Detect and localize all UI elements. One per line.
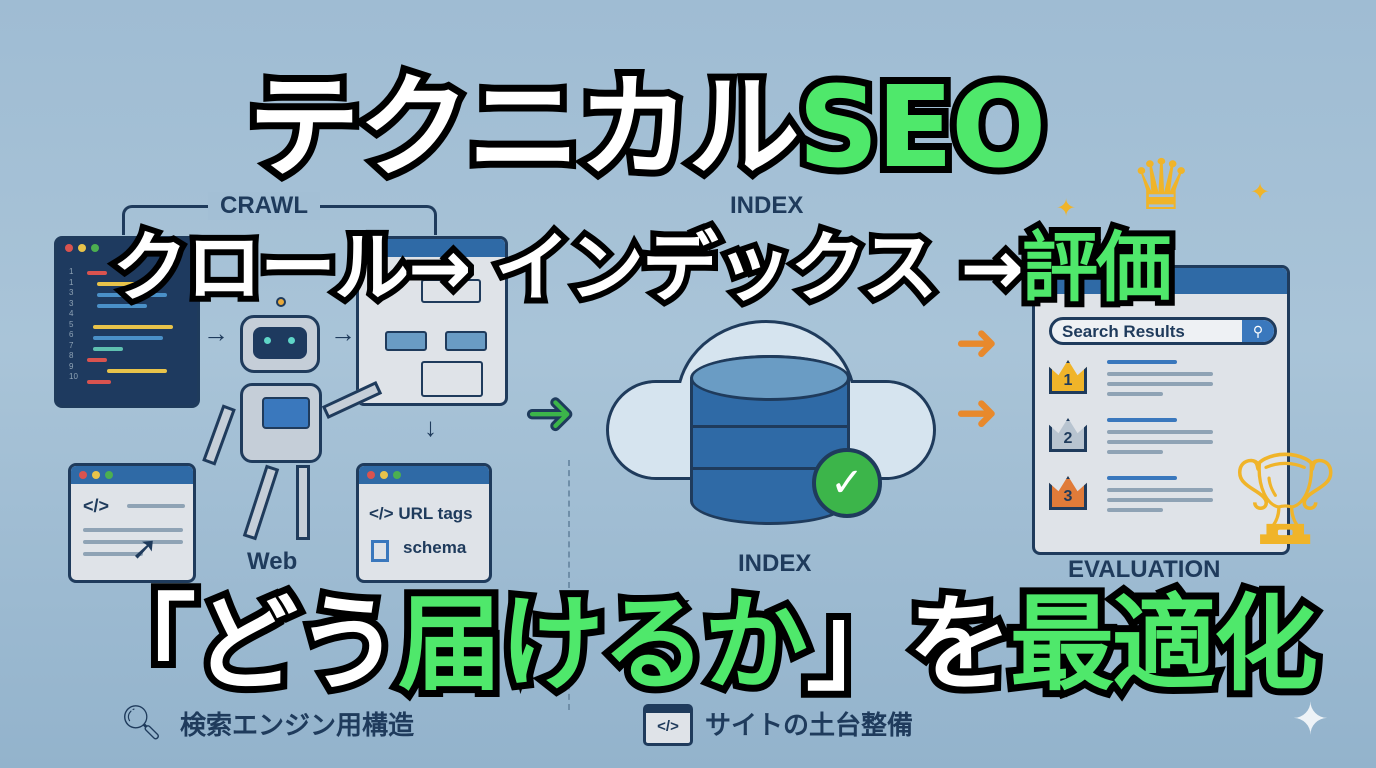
crawl-label: CRAWL [208,192,320,220]
search-results-label: Search Results [1062,322,1185,341]
web-page-window: </> ➚ [68,463,196,583]
result-line [1107,430,1213,434]
tagline-open: 「どう [85,583,407,705]
rank-crown-icon: 3 [1049,476,1087,510]
result-line [1107,498,1213,502]
web-label: Web [247,548,298,575]
index-label-bottom: INDEX [738,550,812,577]
code-tag-icon: </> [83,496,110,516]
result-line [1107,508,1163,512]
url-tags-window: </> URL tags schema [356,463,492,583]
line-number: 4 [69,309,74,318]
orange-arrow-icon: ➜ [955,314,999,372]
arrow-icon: → [954,220,1030,316]
sparkle-icon: ✦ [1056,195,1077,222]
search-results-window: Search Results ⚲ 1 2 3 [1032,265,1290,555]
line-number: 5 [69,319,74,329]
arrow-icon: → [330,318,356,348]
arrow-icon: → [402,220,478,316]
result-line [1107,450,1163,454]
orange-arrow-icon: ➜ [955,384,999,442]
step-crawl: クロール [106,220,416,316]
result-line [1107,392,1163,396]
result-line [1107,488,1213,492]
subtitle: クロール→ インデックス →評価 [106,220,1178,316]
line-number: 3 [69,288,74,297]
title-main: テクニカル [241,63,807,193]
search-icon: ⚲ [1242,320,1274,342]
tagline-close: 」を [799,583,1019,705]
line-number: 7 [69,340,74,350]
sparkle-icon: ✦ [1292,695,1329,744]
search-bar: Search Results ⚲ [1049,317,1277,345]
result-line [1107,360,1177,364]
robot-illustration [200,285,400,555]
code-tag-icon: </> [369,504,394,523]
crown-icon: ♛ [1130,146,1193,224]
schema-label: schema [403,538,467,557]
step-evaluation: 評価 [1016,220,1178,316]
result-line [1107,382,1213,386]
flowchart-window [356,236,508,406]
result-line [1107,372,1213,376]
rank-crown-icon: 2 [1049,418,1087,452]
cursor-icon: ➚ [131,530,158,566]
title-accent: SEO [791,63,1053,193]
magnifier-icon: 🔍︎ [120,704,164,742]
rank-crown-icon: 1 [1049,360,1087,394]
line-number: 1 [69,277,74,287]
line-number: 1 [69,267,74,276]
arrow-down-icon: ↓ [424,412,437,442]
footer-right-label: サイトの土台整備 [705,710,914,740]
line-number: 8 [69,351,74,360]
result-line [1107,418,1177,422]
check-badge-icon: ✓ [812,448,882,518]
arrow-icon: → [203,318,229,348]
divider [568,460,570,710]
result-line [1107,440,1213,444]
line-number: 3 [69,298,74,308]
sparkle-icon: ✦ [1250,179,1271,206]
tagline: 「どう届けるか」を最適化 [85,585,1325,703]
footer-left-label: 検索エンジン用構造 [180,710,415,740]
trophy-icon: 🏆︎ [1228,449,1343,549]
schema-icon [371,540,389,562]
line-number: 6 [69,330,74,339]
index-label-top: INDEX [730,192,804,219]
code-window-icon: </> [643,704,693,746]
page-title: テクニカルSEO [241,65,1053,191]
tagline-accent-optimize: 最適化 [1003,583,1325,705]
green-arrow-icon: ➜ [523,378,576,447]
tagline-accent-deliver: 届けるか [391,583,815,705]
step-index: インデックス [488,220,944,316]
line-number: 9 [69,361,74,371]
evaluation-label: EVALUATION [1068,556,1221,583]
url-tags-label: URL tags [398,504,473,523]
result-line [1107,476,1177,480]
line-number: 10 [69,372,78,381]
